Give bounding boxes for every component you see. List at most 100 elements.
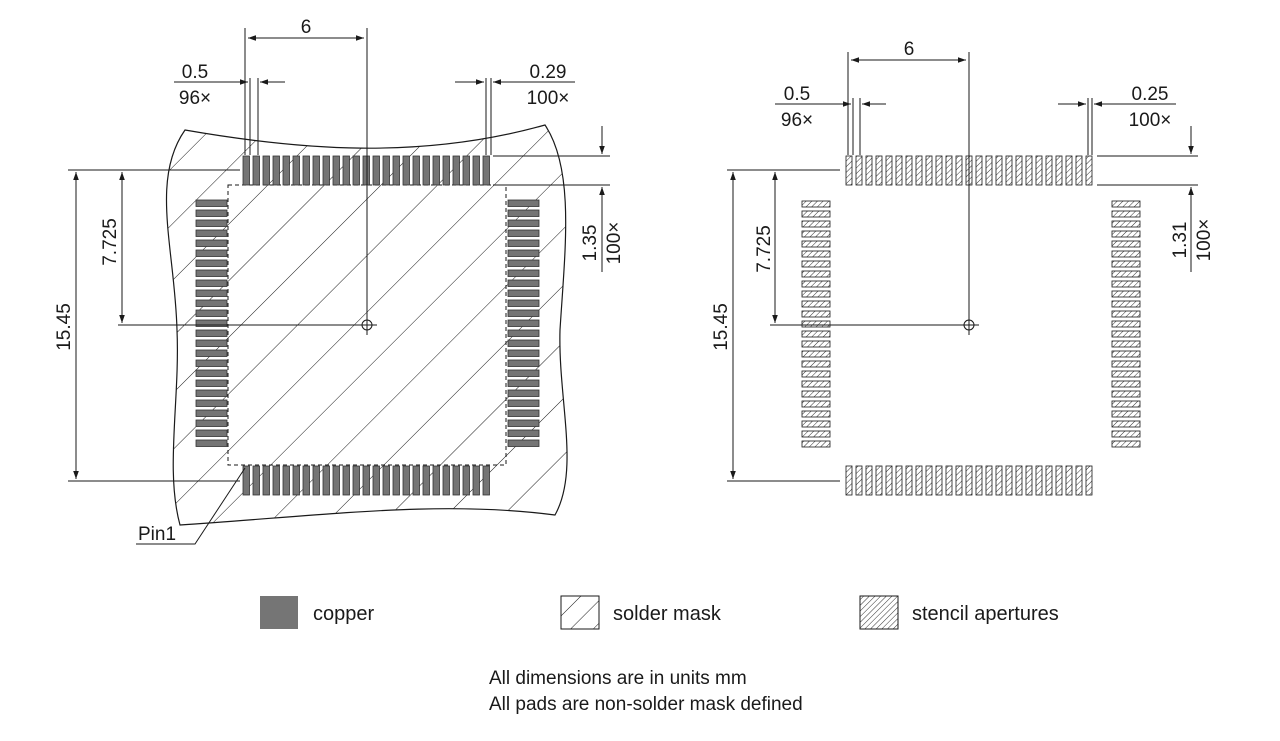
- copper-pad: [195, 279, 228, 287]
- stencil-aperture: [985, 465, 993, 496]
- copper-pad: [195, 289, 228, 297]
- stencil-aperture: [865, 465, 873, 496]
- copper-pad: [432, 465, 440, 496]
- dim-pitch-right: [775, 98, 886, 155]
- copper-pad: [282, 465, 290, 496]
- copper-pad: [507, 209, 540, 217]
- stencil-aperture: [1025, 155, 1033, 186]
- copper-pad: [272, 465, 280, 496]
- copper-pad: [195, 309, 228, 317]
- stencil-aperture: [1111, 220, 1141, 228]
- legend-solder-mask-label: solder mask: [613, 603, 722, 625]
- stencil-aperture: [955, 155, 963, 186]
- dim-half-span-right-label: 7.725: [754, 225, 775, 273]
- copper-pad: [195, 239, 228, 247]
- dim-pad-length-right: [1097, 126, 1198, 272]
- dim-vertical: [68, 169, 360, 482]
- stencil-aperture: [801, 220, 831, 228]
- copper-pad: [195, 339, 228, 347]
- dim-pad-length-right-count: 100×: [1194, 219, 1215, 262]
- stencil-aperture: [885, 155, 893, 186]
- dim-half-span-label: 7.725: [100, 218, 121, 266]
- copper-pad: [507, 199, 540, 207]
- copper-pad: [195, 319, 228, 327]
- copper-pad: [195, 329, 228, 337]
- copper-pad: [402, 155, 410, 186]
- copper-pad: [242, 155, 250, 186]
- stencil-aperture: [1111, 230, 1141, 238]
- copper-pad: [322, 155, 330, 186]
- dim-pad-width-right: [1058, 98, 1176, 155]
- copper-pad: [312, 155, 320, 186]
- dim-pad-width-right-count: 100×: [1129, 110, 1172, 131]
- dim-pad-width-label: 0.29: [530, 62, 567, 83]
- copper-pad: [462, 465, 470, 496]
- copper-pad: [362, 465, 370, 496]
- stencil-aperture: [915, 465, 923, 496]
- stencil-aperture: [801, 430, 831, 438]
- copper-pad: [352, 465, 360, 496]
- stencil-aperture: [801, 310, 831, 318]
- stencil-aperture: [845, 155, 853, 186]
- stencil-aperture: [801, 410, 831, 418]
- stencil-aperture: [975, 465, 983, 496]
- dim-pad-length: [493, 126, 610, 272]
- stencil-aperture: [905, 155, 913, 186]
- stencil-aperture: [1111, 210, 1141, 218]
- pad-row-bottom: [242, 465, 490, 496]
- stencil-aperture: [855, 155, 863, 186]
- copper-pad: [292, 465, 300, 496]
- copper-pad: [507, 439, 540, 447]
- stencil-aperture: [985, 155, 993, 186]
- copper-pad: [422, 155, 430, 186]
- copper-pad: [332, 155, 340, 186]
- pin1-leader: [136, 467, 246, 545]
- copper-pad: [482, 465, 490, 496]
- stencil-column-right: [1111, 200, 1141, 448]
- dim-pad-width-right-label: 0.25: [1132, 84, 1169, 105]
- stencil-aperture: [1005, 155, 1013, 186]
- copper-pad: [507, 339, 540, 347]
- stencil-aperture: [885, 465, 893, 496]
- stencil-aperture: [801, 270, 831, 278]
- pad-row-top: [242, 155, 490, 186]
- stencil-aperture: [935, 465, 943, 496]
- dim-full-span-label: 15.45: [54, 303, 75, 351]
- copper-pad: [507, 299, 540, 307]
- copper-pad: [442, 465, 450, 496]
- dim-pitch-label: 0.5: [182, 62, 208, 83]
- copper-pad: [507, 229, 540, 237]
- note-pads: All pads are non-solder mask defined: [489, 694, 803, 715]
- stencil-aperture: [1111, 410, 1141, 418]
- copper-pad: [507, 309, 540, 317]
- copper-pad: [252, 465, 260, 496]
- copper-pad: [392, 155, 400, 186]
- dim-pitch-right-count: 96×: [781, 110, 813, 131]
- copper-pad: [507, 319, 540, 327]
- stencil-aperture: [1111, 300, 1141, 308]
- dim-top-span-label: 6: [301, 17, 312, 38]
- stencil-aperture: [895, 465, 903, 496]
- copper-pad: [382, 465, 390, 496]
- copper-pad: [482, 155, 490, 186]
- stencil-aperture: [1111, 380, 1141, 388]
- copper-pad: [195, 299, 228, 307]
- stencil-aperture: [925, 155, 933, 186]
- dim-pad-length-label: 1.35: [580, 225, 601, 262]
- copper-pad: [195, 429, 228, 437]
- stencil-aperture: [1111, 360, 1141, 368]
- copper-pad: [507, 259, 540, 267]
- stencil-aperture: [801, 390, 831, 398]
- stencil-aperture: [801, 330, 831, 338]
- stencil-row-bottom: [845, 465, 1093, 496]
- copper-pad: [507, 419, 540, 427]
- copper-pad: [302, 155, 310, 186]
- copper-pad: [195, 409, 228, 417]
- legend-solder-mask-swatch: [560, 595, 600, 630]
- copper-pad: [507, 239, 540, 247]
- stencil-aperture: [801, 200, 831, 208]
- copper-pad: [402, 465, 410, 496]
- stencil-aperture: [995, 465, 1003, 496]
- right-view: 6 0.5 96× 0.25 100× 7.725 15.45: [711, 39, 1215, 496]
- copper-pad: [372, 465, 380, 496]
